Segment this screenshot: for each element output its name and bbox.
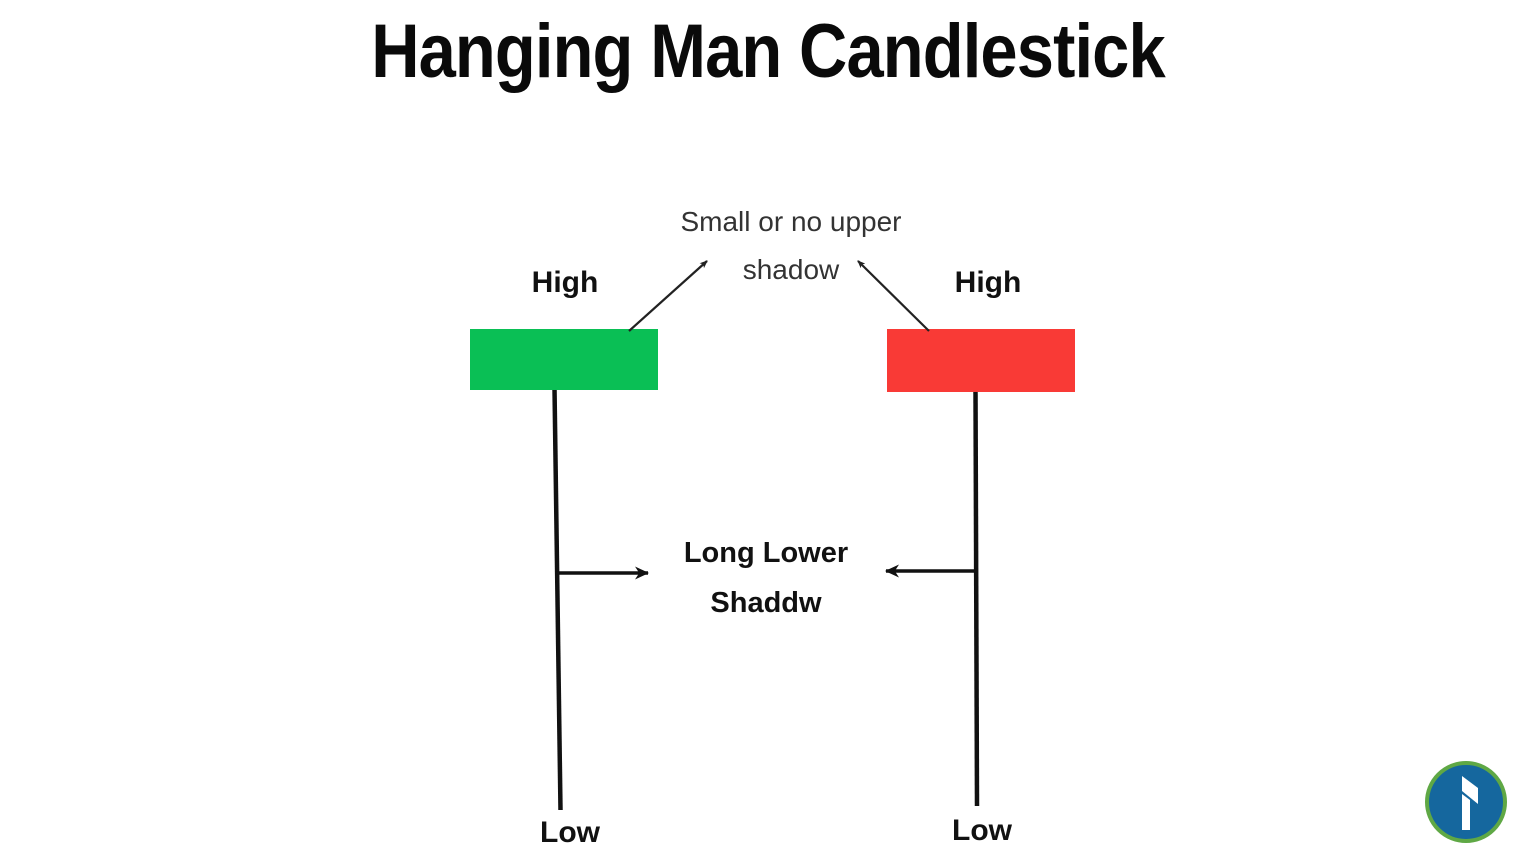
lower-shadow-annotation-line2: Shaddw [710,587,822,619]
lower-shadow-annotation-line1: Long Lower [683,537,849,569]
upper-shadow-annotation-line1: Small or no upper [680,206,902,237]
right-candle-lower-wick [973,389,980,807]
right-candle-low-label: Low [952,814,1012,847]
right-candle-high-label: High [954,266,1022,299]
upper-shadow-annotation-line2: shadow [742,254,840,285]
left-candle-low-label: Low [540,816,600,849]
page-title: Hanging Man Candlestick [371,9,1165,94]
left-candle-high-label: High [531,266,599,299]
right-candle-body [887,329,1075,392]
upper-shadow-pointer-left [628,260,708,332]
lower-shadow-annotation: Long Lower Shaddw [646,528,886,628]
brand-logo [1425,761,1507,843]
left-candle-lower-wick [552,387,563,811]
upper-shadow-annotation: Small or no upper shadow [596,198,986,294]
logo-stem-icon [1462,794,1470,830]
logo-flag-icon [1462,776,1478,804]
left-candle-body [470,329,658,390]
upper-shadow-pointer-right [857,260,930,332]
